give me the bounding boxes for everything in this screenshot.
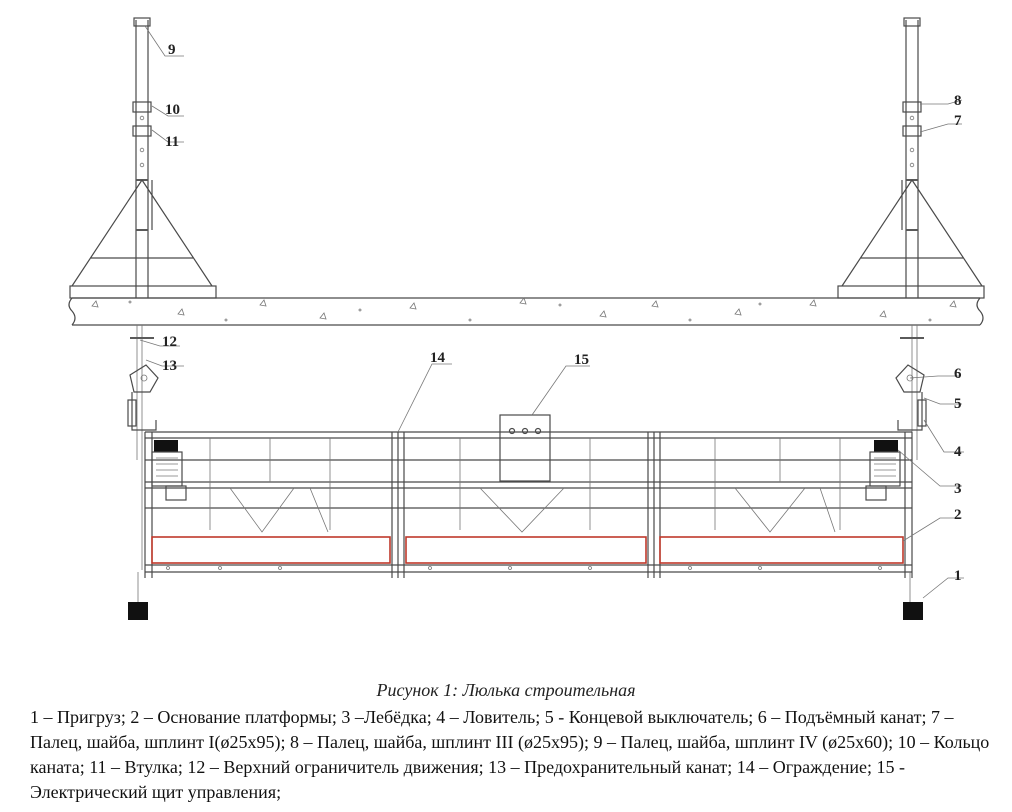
callout-3: 3 [954, 481, 962, 497]
callout-9: 9 [168, 42, 176, 58]
legend-item-4: 4 – Ловитель; [436, 707, 545, 727]
legend-item-12: 12 – Верхний ограничитель движения; [187, 757, 489, 777]
callout-10: 10 [165, 102, 180, 118]
callout-11: 11 [165, 134, 179, 150]
callout-7: 7 [954, 113, 962, 129]
figure-caption: Рисунок 1: Люлька строительная [376, 680, 636, 700]
right-hoist [865, 440, 901, 501]
legend-item-5: 5 - Концевой выключатель; [544, 707, 758, 727]
callout-6: 6 [954, 366, 962, 382]
left-suspension-beam [69, 17, 217, 570]
legend-item-13: 13 – Предохранительный канат; [488, 757, 737, 777]
platform [144, 431, 913, 578]
legend-item-15: 15 - Электрический щит управления; [30, 757, 905, 802]
callout-labels: 1 2 3 4 5 6 7 8 9 10 11 12 13 14 15 [162, 42, 962, 584]
callout-2: 2 [954, 507, 962, 523]
legend-item-8: 8 – Палец, шайба, шплинт III (ø25х95); [289, 732, 594, 752]
electrical-control-box [499, 414, 551, 482]
callout-4: 4 [954, 444, 962, 460]
legend-item-1: 1 – Пригруз; [30, 707, 131, 727]
legend-item-7: 7 – Палец, шайба, шплинт I(ø25х95); [30, 707, 954, 752]
right-suspension-beam [837, 17, 985, 570]
figure-legend: 1 – Пригруз; 2 – Основание платформы; 3 … [30, 705, 990, 805]
left-hoist [151, 440, 187, 501]
callout-13: 13 [162, 358, 177, 374]
callout-5: 5 [954, 396, 962, 412]
legend-item-6: 6 – Подъёмный канат; [757, 707, 931, 727]
legend-item-9: 9 – Палец, шайба, шплинт IV (ø25х60); [593, 732, 898, 752]
callout-1: 1 [954, 568, 962, 584]
callout-15: 15 [574, 352, 589, 368]
callout-12: 12 [162, 334, 177, 350]
counterweights [128, 572, 923, 620]
legend-item-2: 2 – Основание платформы; [130, 707, 342, 727]
roof-slab [68, 297, 984, 326]
callout-8: 8 [954, 93, 962, 109]
legend-item-11: 11 – Втулка; [89, 757, 188, 777]
callout-14: 14 [430, 350, 446, 366]
right-stirrup [895, 364, 927, 431]
leader-lines [139, 25, 964, 599]
legend-item-14: 14 – Ограждение; [736, 757, 877, 777]
cradle-drawing: 1 2 3 4 5 6 7 8 9 10 11 12 13 14 15 [68, 17, 985, 620]
left-stirrup [127, 364, 159, 431]
legend-item-10: 10 – Кольцо каната; [30, 732, 990, 777]
legend-item-3: 3 –Лебёдка; [341, 707, 437, 727]
